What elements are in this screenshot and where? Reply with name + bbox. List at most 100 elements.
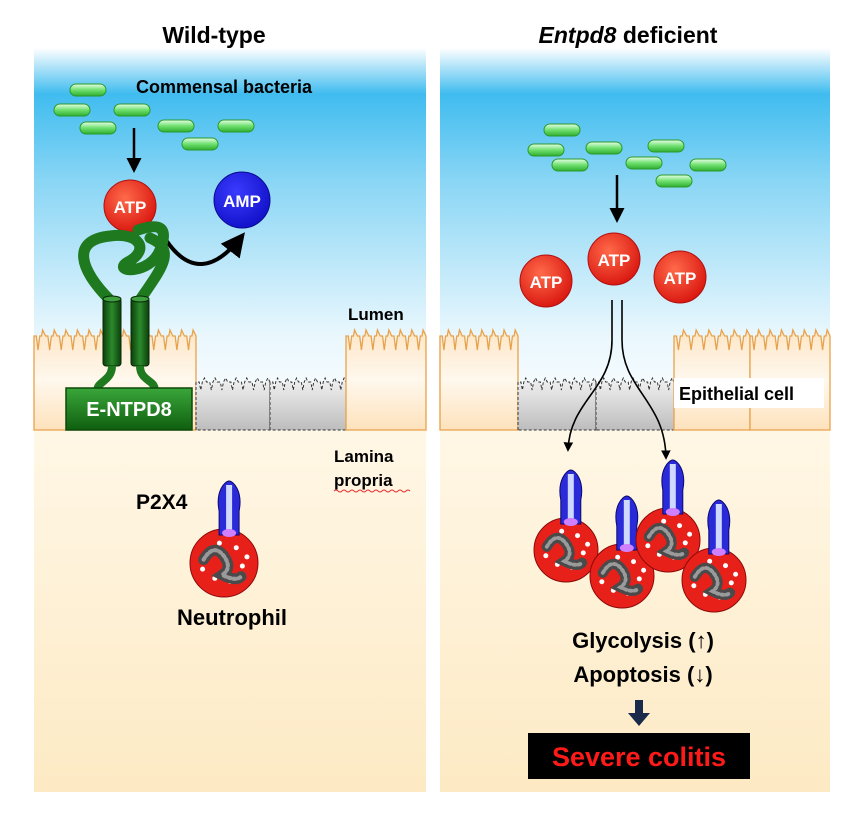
granule [641,567,647,573]
right-lamina-area [440,430,830,792]
granule [585,541,591,547]
granule [661,518,667,524]
bacterium [217,119,255,133]
damaged-epithelial-cell [195,376,271,431]
receptor-channel [669,464,676,512]
receptor-channel [226,485,233,533]
split-arrow-left [563,300,613,452]
granule [216,540,222,546]
severe-colitis-box [528,733,750,779]
right-neutrophil-1 [533,469,599,583]
neutrophil-label: Neutrophil [177,605,287,630]
enzyme-loop [134,232,170,306]
helix-cap [102,295,122,303]
enzyme-label: E-NTPD8 [86,399,172,421]
bacterium [79,121,117,135]
left-damaged-cell-1 [195,376,271,431]
commensal-bacteria-label: Commensal bacteria [136,77,313,97]
atp-circle [653,250,707,304]
split-arrow-right [621,300,671,460]
helix-cap [130,295,150,303]
receptor-pore [711,548,726,556]
granule [733,571,739,577]
receptor-channel [623,500,630,548]
epithelial-cell-body [439,327,519,431]
nucleus-texture [600,562,640,593]
transmembrane-helix [102,297,122,367]
receptor-channel [715,504,722,552]
atp-circle [587,232,641,286]
atp-label: ATP [664,269,697,288]
right-neutrophil-3 [635,459,701,573]
amp-circle [213,171,271,229]
receptor-pore [563,518,578,526]
bacterium [625,156,663,170]
receptor-pore [665,508,680,516]
transmembrane-helix [130,297,150,367]
granule [615,554,621,560]
bacterium [551,158,589,172]
left-title: Wild-type [162,22,265,48]
atp-label: ATP [530,273,563,292]
outcome-arrow-stem [635,700,643,714]
bacterium [527,143,565,157]
granule [559,528,565,534]
epithelial-cell-body [345,327,427,431]
amp-label: AMP [223,192,261,211]
bacterium [157,119,195,133]
granule [687,531,693,537]
atp-circle [519,254,573,308]
lumen-label: Lumen [348,305,404,324]
granule [599,579,605,585]
granule [580,550,586,556]
granule [233,545,239,551]
granule [645,543,651,549]
bacterium [181,137,219,151]
right-title-gene: Entpd8 [539,22,617,48]
granule [723,563,729,569]
bacterium [53,103,91,117]
spellcheck-underline [333,489,411,493]
bacterium [69,83,107,97]
damaged-epithelial-cell [595,376,675,431]
granule [636,576,642,582]
atp-label: ATP [598,251,631,270]
right-neutrophil-4 [681,499,747,613]
receptor-pore [222,529,237,537]
right-title: Entpd8 deficient [539,22,718,48]
granule [575,533,581,539]
granule [239,563,245,569]
lamina-label-line2: propria [334,471,393,490]
left-epithelial-cell-2 [345,327,427,431]
nucleus-texture [544,536,584,567]
granule [707,558,713,564]
receptor-pore [619,544,634,552]
granule [200,566,206,572]
receptor-channel [567,474,574,522]
nucleus-texture [646,526,686,557]
granule [677,523,683,529]
conversion-arrow [164,232,245,266]
apoptosis-label: Apoptosis (↓) [573,662,712,687]
bacterium [543,123,581,137]
p2x4-label: P2X4 [136,491,188,514]
outcome-arrow-head [628,713,650,726]
granule [728,580,734,586]
granule [682,540,688,546]
granule [543,553,549,559]
bacterium [655,174,693,188]
right-neutrophil-2 [589,495,655,609]
nucleus-texture [201,548,244,581]
lamina-label-line1: Lamina [334,447,394,466]
right-epithelial-cell-1 [439,327,519,431]
severe-colitis-label: Severe colitis [552,742,726,772]
left-damaged-cell-2 [269,376,347,431]
atp-label: ATP [114,198,147,217]
granule [691,583,697,589]
enzyme-loop [78,221,169,306]
right-title-rest: deficient [616,22,717,48]
bacterium [113,103,151,117]
left-neutrophil [189,480,259,598]
